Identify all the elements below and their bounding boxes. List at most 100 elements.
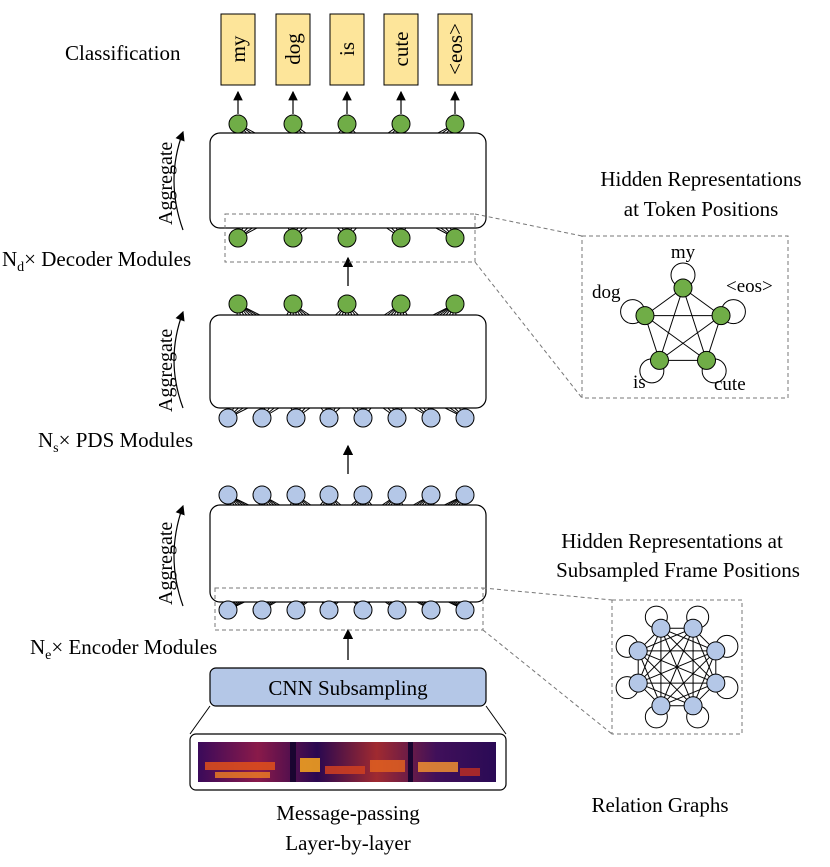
graph-label-is: is (633, 372, 646, 393)
decoder-output-node (337, 114, 357, 134)
encoder-modules-label: Ne× Encoder Modules (30, 635, 217, 663)
decoder-output-node (445, 114, 465, 134)
encoder-input-node (421, 600, 441, 620)
pds-input-node (455, 408, 475, 428)
decoder-input-node (228, 228, 248, 248)
token-box (329, 13, 365, 86)
frame-graph-edge (638, 682, 694, 707)
frame-graph-node (651, 696, 671, 716)
token-graph-edge (659, 287, 684, 361)
frame-graph-edge (660, 628, 694, 706)
encoder-module-box (209, 504, 487, 603)
aggregate-label-encoder: Aggregate (155, 522, 177, 605)
pds-input-node (286, 408, 306, 428)
decoder-input-node (283, 228, 303, 248)
encoder-input-node (252, 600, 272, 620)
layer-by-layer-label: Layer-by-layer (285, 831, 411, 855)
decoder-output-node (228, 114, 248, 134)
pds-modules-label: Ns× PDS Modules (38, 428, 193, 456)
token-relation-graph (620, 262, 746, 384)
cnn-subsampling-label: CNN Subsampling (268, 676, 428, 700)
decoder-input-node (445, 228, 465, 248)
aggregate-label-pds: Aggregate (155, 329, 177, 412)
aggregate-label-decoder: Aggregate (155, 142, 177, 225)
encoder-output-node (387, 485, 407, 505)
token-label: cute (389, 32, 413, 67)
frame-graph-edge (660, 627, 717, 684)
encoder-output-node (286, 485, 306, 505)
pds-input-node (353, 408, 373, 428)
layer-nodes (218, 114, 475, 620)
pds-input-node (387, 408, 407, 428)
spectrogram-image (198, 742, 496, 782)
pds-input-node (421, 408, 441, 428)
token-graph-edge (659, 315, 722, 361)
frame-graph-node (628, 673, 648, 693)
token-box (383, 13, 419, 86)
encoder-output-node (421, 485, 441, 505)
token-graph-node (673, 278, 693, 298)
encoder-input-node (353, 600, 373, 620)
encoder-output-node (353, 485, 373, 505)
decoder-input-node (337, 228, 357, 248)
encoder-input-node (218, 600, 238, 620)
token-label: my (226, 35, 250, 62)
pds-output-node (337, 294, 357, 314)
token-box (275, 13, 311, 86)
graph-label-dog: dog (592, 282, 621, 303)
frame-graph-edge (660, 627, 716, 652)
token-graph-node (635, 306, 655, 326)
pds-output-node (445, 294, 465, 314)
decoder-modules-label: Nd× Decoder Modules (2, 247, 191, 275)
decoder-selection-box (224, 213, 476, 263)
token-label: <eos> (443, 23, 467, 75)
encoder-input-node (455, 600, 475, 620)
frame-graph-node (706, 641, 726, 661)
encoder-input-node (387, 600, 407, 620)
output-tokens: my dog is cute <eos> (220, 13, 473, 114)
token-graph-node (649, 350, 669, 370)
frame-graph-node (683, 618, 703, 638)
token-box (437, 13, 473, 86)
hidden-frame-title-2: Subsampled Frame Positions (556, 558, 800, 582)
token-graph-node (711, 306, 731, 326)
graph-label-my: my (671, 242, 696, 263)
pds-output-node (228, 294, 248, 314)
frame-graph-node (651, 618, 671, 638)
frame-graph-node (683, 696, 703, 716)
frame-graph-edge (637, 650, 662, 706)
encoder-selection-box (214, 587, 484, 631)
encoder-input-node (319, 600, 339, 620)
graph-label-eos: <eos> (726, 276, 773, 297)
pds-output-node (283, 294, 303, 314)
frame-graph-node (628, 641, 648, 661)
graph-label-cute: cute (714, 374, 746, 395)
encoder-input-node (286, 600, 306, 620)
decoder-input-node (391, 228, 411, 248)
classification-label: Classification (65, 41, 181, 65)
encoder-output-node (218, 485, 238, 505)
pds-input-node (319, 408, 339, 428)
encoder-output-node (455, 485, 475, 505)
aggregate-arrows (173, 130, 185, 607)
hidden-token-title-2: at Token Positions (624, 197, 779, 221)
hidden-token-title-1: Hidden Representations (600, 167, 801, 191)
cnn-subsampling-box (209, 667, 487, 707)
message-passing-label: Message-passing (276, 801, 420, 825)
token-graph-edge (682, 287, 707, 361)
frame-graph-node (706, 673, 726, 693)
relation-graphs-label: Relation Graphs (591, 793, 728, 817)
hidden-frame-title-1: Hidden Representations at (561, 529, 783, 553)
decoder-output-node (283, 114, 303, 134)
frame-relation-graph (615, 605, 739, 729)
token-graph-node (697, 350, 717, 370)
frame-graph-edge (637, 628, 662, 684)
decoder-output-node (391, 114, 411, 134)
token-box (220, 13, 256, 86)
encoder-output-node (252, 485, 272, 505)
pds-module-box (209, 314, 487, 409)
token-label: is (335, 42, 359, 56)
pds-output-node (391, 294, 411, 314)
token-label: dog (281, 33, 305, 65)
